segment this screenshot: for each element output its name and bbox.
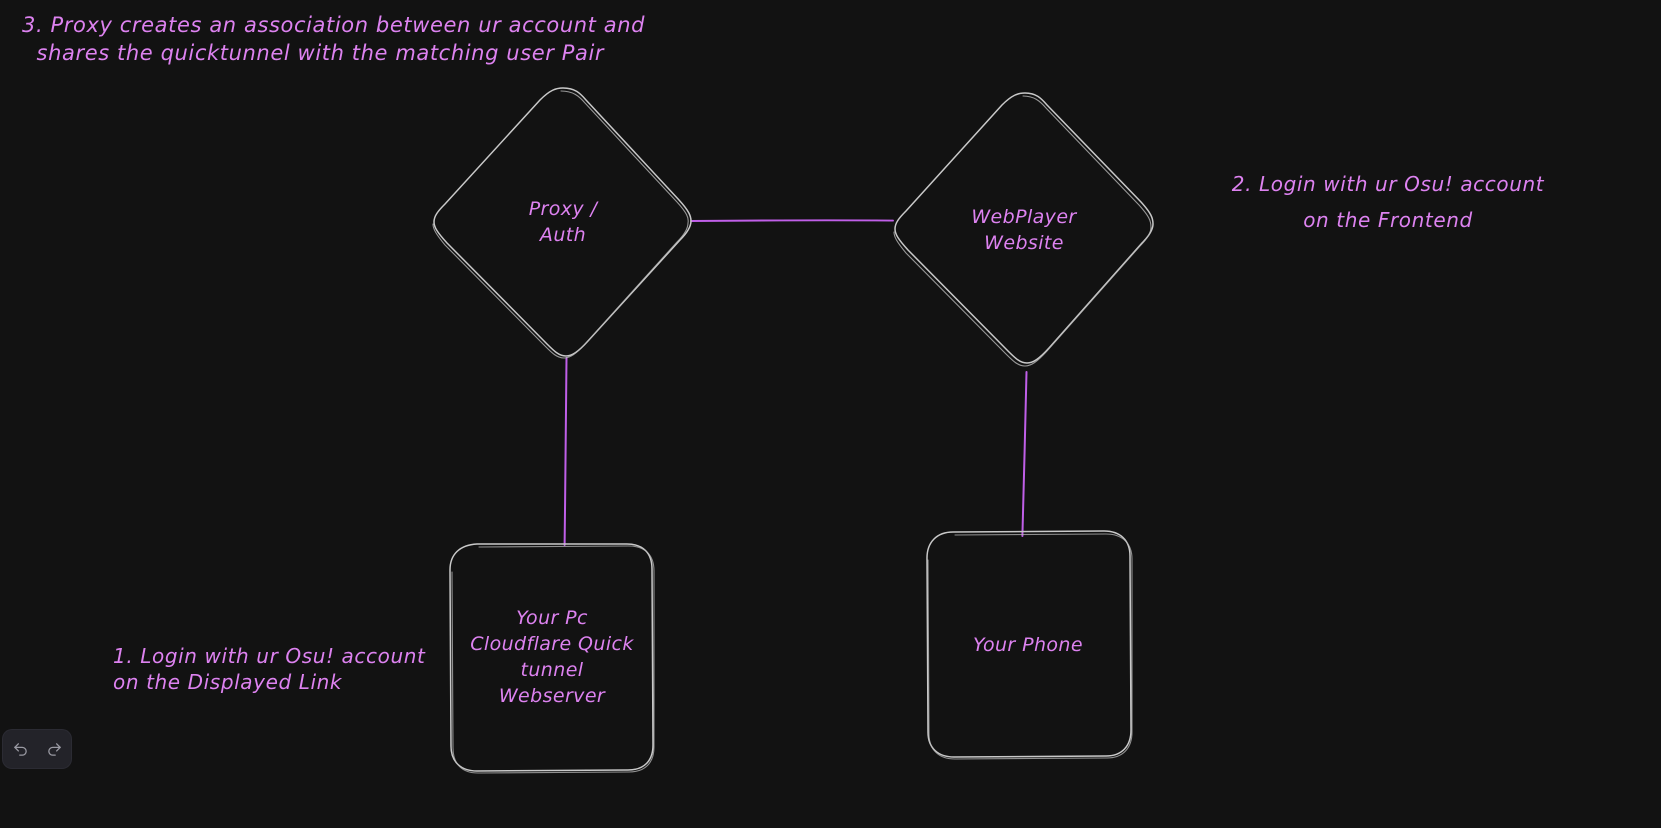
undo-redo-toolbar xyxy=(3,730,71,768)
node-label-your-phone[interactable]: Your Phone xyxy=(973,634,1083,656)
node-label-proxy-auth[interactable]: Proxy / Auth xyxy=(528,198,598,247)
connector-proxy-to-your-pc[interactable] xyxy=(563,357,568,546)
node-label-your-pc[interactable]: Your Pc Cloudflare Quick tunnel Webserve… xyxy=(470,607,634,708)
annotation-step-3[interactable]: 3. Proxy creates an association between … xyxy=(22,13,646,65)
redo-button[interactable] xyxy=(41,736,67,762)
node-proxy-auth[interactable] xyxy=(432,87,692,359)
undo-arrow-icon xyxy=(12,741,29,758)
node-label-webplayer-website[interactable]: WebPlayer Website xyxy=(971,206,1077,255)
node-your-phone[interactable] xyxy=(926,530,1133,760)
undo-button[interactable] xyxy=(7,736,33,762)
connector-proxy-to-webplayer[interactable] xyxy=(690,219,894,222)
connector-webplayer-to-your-phone[interactable] xyxy=(1021,371,1028,537)
redo-arrow-icon xyxy=(46,741,63,758)
annotation-step-1[interactable]: 1. Login with ur Osu! account on the Dis… xyxy=(113,644,426,695)
node-webplayer-website[interactable] xyxy=(893,92,1154,367)
node-your-pc[interactable] xyxy=(449,543,655,774)
annotation-step-2[interactable]: 2. Login with ur Osu! account on the Fro… xyxy=(1231,172,1545,233)
